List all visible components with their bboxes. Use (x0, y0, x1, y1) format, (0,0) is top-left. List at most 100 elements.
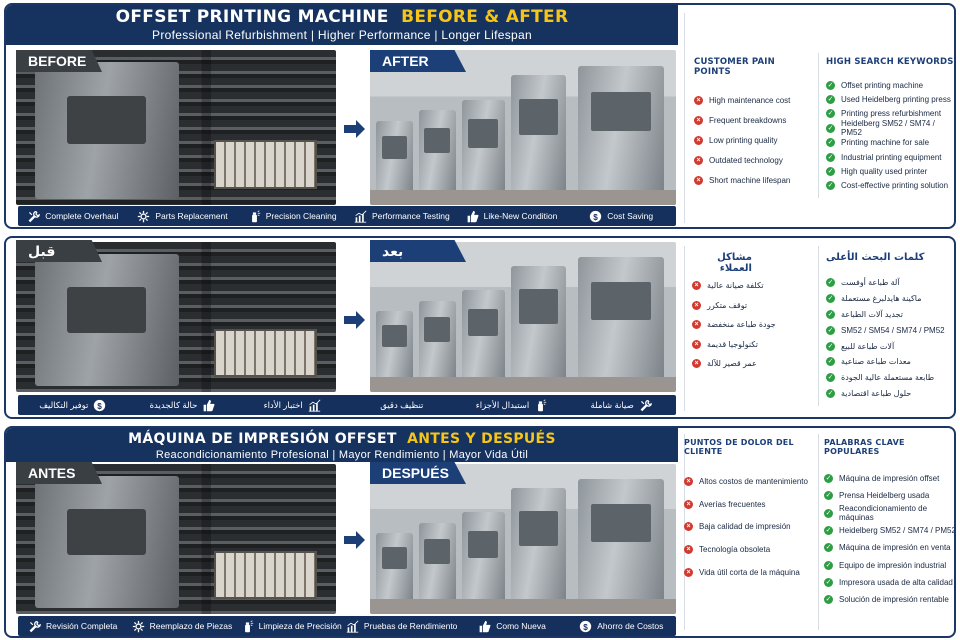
keyword: ✓Máquina de impresión en venta (824, 543, 951, 553)
keyword: ✓Máquina de impresión offset (824, 474, 940, 484)
english-title: OFFSET PRINTING MACHINE BEFORE & AFTER (115, 7, 569, 27)
pain-point: ×Baja calidad de impresión (684, 516, 818, 539)
pain-point: ×جودة طباعة منخفضة (692, 315, 812, 335)
pain-point: ×توقف متكرر (692, 296, 812, 316)
spanish-feature-strip: Revisión Completa Reemplazo de Piezas Li… (18, 616, 676, 636)
after-photo (370, 242, 676, 392)
check-circle-icon: ✓ (824, 577, 833, 587)
x-circle-icon: × (694, 95, 703, 105)
check-circle-icon: ✓ (826, 152, 835, 162)
english-pain-points: CUSTOMER PAIN POINTS ×High maintenance c… (694, 5, 814, 190)
arabic-feature-strip: صيانة شاملة استبدال الأجزاء تنظيف دقيق ا… (18, 395, 676, 415)
after-label: DESPUÉS (370, 462, 466, 484)
column-divider (684, 246, 685, 411)
keyword: ✓Printing machine for sale (826, 138, 930, 148)
keyword: ✓Printing press refurbishment (826, 109, 942, 119)
check-circle-icon: ✓ (826, 309, 835, 319)
check-circle-icon: ✓ (826, 109, 835, 119)
arabic-pain-list: ×تكلفة صيانة عالية ×توقف متكرر ×جودة طبا… (692, 238, 812, 374)
x-circle-icon: × (684, 568, 693, 578)
check-circle-icon: ✓ (824, 526, 833, 536)
svg-text:$: $ (98, 401, 103, 410)
chart-icon (354, 210, 367, 223)
arrow-right-icon (344, 311, 365, 329)
keyword: ✓Heidelberg SM52 / SM74 / PM52 (824, 526, 956, 536)
feature-item: تنظيف دقيق (380, 399, 424, 410)
arabic-panel: قبل بعد صيانة شاملة استبدال الأجزاء تنظي… (4, 236, 956, 419)
wrench-screwdriver-icon (28, 210, 41, 222)
pain-points-title: CUSTOMER PAIN POINTS (694, 57, 775, 77)
chart-icon (346, 620, 359, 633)
pain-points-title: PUNTOS DE DOLOR DEL CLIENTE (684, 438, 794, 456)
english-feature-strip: Complete Overhaul Parts Replacement Prec… (18, 206, 676, 226)
feature-item: $توفير التكاليف (18, 399, 128, 412)
spray-icon (244, 619, 253, 632)
column-divider (818, 434, 819, 630)
keyword: ✓Prensa Heidelberg usada (824, 491, 930, 501)
x-circle-icon: × (694, 135, 703, 145)
check-circle-icon: ✓ (826, 357, 835, 367)
svg-text:$: $ (583, 622, 588, 631)
keyword: ✓Heidelberg SM52 / SM74 / PM52 (826, 119, 935, 138)
x-circle-icon: × (684, 476, 693, 486)
thumbs-up-icon (467, 210, 479, 222)
before-photo (16, 242, 336, 392)
pain-point: ×Frequent breakdowns (694, 110, 814, 130)
x-circle-icon: × (692, 359, 701, 369)
x-circle-icon: × (694, 175, 703, 185)
spanish-subtitle: Reacondicionamiento Profesional | Mayor … (155, 449, 529, 461)
check-circle-icon: ✓ (826, 181, 835, 191)
x-circle-icon: × (684, 499, 693, 509)
x-circle-icon: × (692, 320, 701, 330)
before-photo (16, 50, 336, 205)
check-circle-icon: ✓ (824, 560, 833, 570)
arrow-right-icon (344, 120, 365, 138)
english-subtitle: Professional Refurbishment | Higher Perf… (152, 28, 532, 42)
dollar-icon: $ (590, 210, 602, 222)
svg-text:$: $ (594, 212, 599, 221)
column-divider (684, 434, 685, 630)
spanish-panel: MÁQUINA DE IMPRESIÓN OFFSET ANTES Y DESP… (4, 426, 956, 638)
keywords-title: كلمات البحث الأعلى (826, 252, 925, 263)
english-keywords: HIGH SEARCH KEYWORDS ✓Offset printing ma… (826, 5, 954, 193)
wrench-screwdriver-icon (640, 399, 652, 411)
x-circle-icon: × (694, 155, 703, 165)
keyword: ✓تجديد آلات الطباعة (826, 309, 903, 319)
check-circle-icon: ✓ (826, 138, 835, 148)
feature-item: Parts Replacement (128, 210, 238, 223)
feature-item: Limpieza de Precisión (237, 619, 346, 633)
check-circle-icon: ✓ (826, 294, 835, 304)
check-circle-icon: ✓ (826, 167, 835, 177)
feature-item: حالة كالجديدة (128, 399, 238, 412)
x-circle-icon: × (692, 281, 701, 291)
column-divider (684, 13, 685, 223)
after-label: AFTER (370, 50, 466, 72)
keyword: ✓حلول طباعة اقتصادية (826, 388, 912, 398)
chart-icon (308, 399, 321, 412)
keyword: ✓آلات طباعة للبيع (826, 341, 895, 351)
after-photo (370, 464, 676, 614)
english-header: OFFSET PRINTING MACHINE BEFORE & AFTER P… (6, 5, 678, 45)
pain-point: ×High maintenance cost (694, 90, 814, 110)
feature-item: Revisión Completa (18, 620, 127, 633)
gear-icon (132, 620, 144, 632)
keyword: ✓SM52 / SM54 / SM74 / PM52 (826, 325, 945, 335)
before-photo (16, 464, 336, 614)
pain-point: ×Short machine lifespan (694, 170, 814, 190)
check-circle-icon: ✓ (824, 474, 833, 484)
check-circle-icon: ✓ (826, 123, 835, 133)
x-circle-icon: × (684, 545, 693, 555)
keyword: ✓Offset printing machine (826, 80, 924, 90)
check-circle-icon: ✓ (824, 491, 833, 501)
check-circle-icon: ✓ (824, 543, 833, 553)
gear-icon (138, 210, 150, 222)
check-circle-icon: ✓ (824, 508, 833, 518)
pain-points-title: مشاكل العملاء (717, 252, 752, 274)
check-circle-icon: ✓ (826, 388, 835, 398)
arrow-right-icon (344, 531, 365, 549)
pain-point: ×Altos costos de mantenimiento (684, 470, 818, 493)
x-circle-icon: × (692, 300, 701, 310)
feature-item: $Ahorro de Costos (567, 620, 676, 633)
spanish-keywords: PALABRAS CLAVE POPULARES ✓Máquina de imp… (824, 428, 956, 608)
spray-icon (251, 209, 260, 222)
